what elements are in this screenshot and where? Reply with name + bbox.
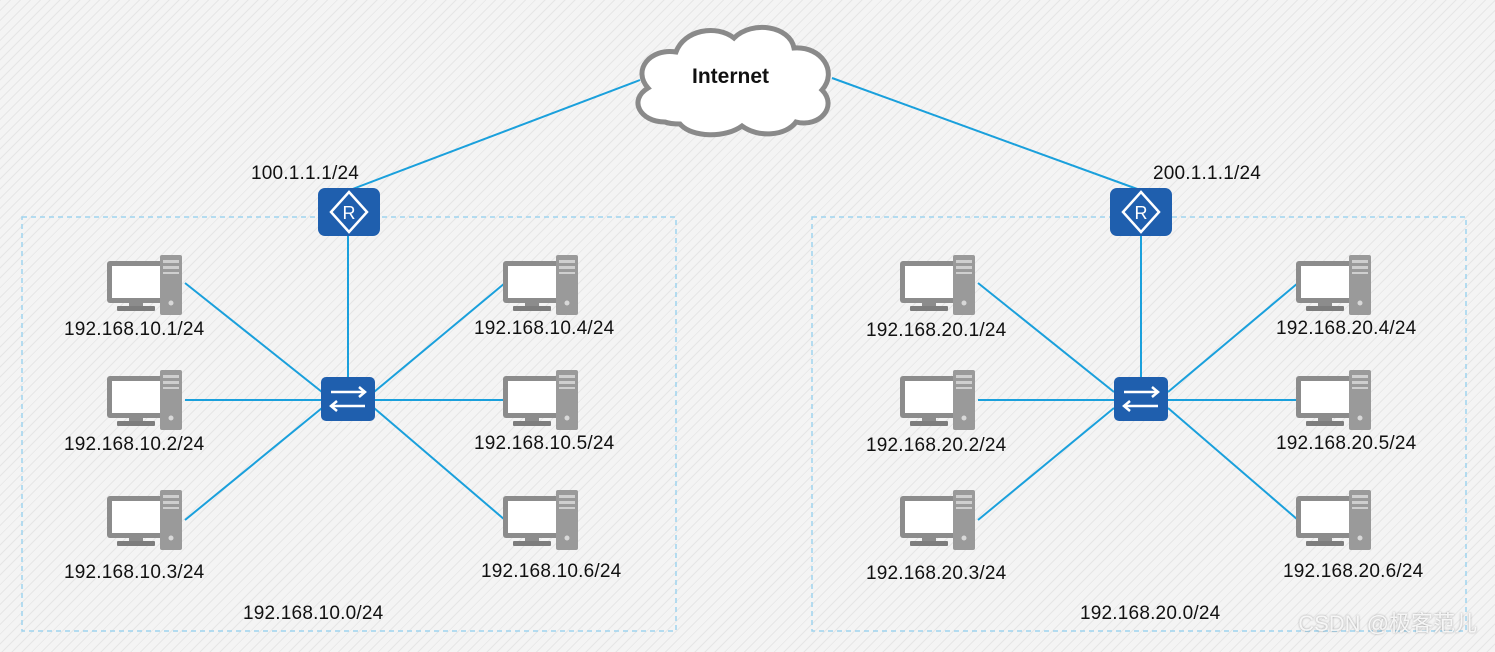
pc-left-2-icon bbox=[107, 370, 182, 430]
switch-right-icon bbox=[1112, 375, 1170, 423]
router-left-icon bbox=[316, 186, 382, 238]
host-right-3-ip: 192.168.20.3/24 bbox=[866, 563, 1007, 584]
host-left-1-ip: 192.168.10.1/24 bbox=[64, 319, 205, 340]
link-left-host-4 bbox=[373, 282, 506, 393]
internet-cloud-icon bbox=[635, 24, 831, 138]
subnet-left-label: 192.168.10.0/24 bbox=[243, 603, 384, 624]
pc-right-6-icon bbox=[1296, 490, 1371, 550]
link-left-host-1 bbox=[184, 282, 323, 393]
pc-left-6-icon bbox=[503, 490, 578, 550]
pc-right-3-icon bbox=[900, 490, 975, 550]
pc-right-5-icon bbox=[1296, 370, 1371, 430]
watermark: CSDN @极客范儿 bbox=[1298, 611, 1477, 636]
link-right-host-1 bbox=[977, 282, 1115, 393]
host-left-4-ip: 192.168.10.4/24 bbox=[474, 318, 615, 339]
link-left-host-3 bbox=[184, 407, 323, 521]
host-right-1-ip: 192.168.20.1/24 bbox=[866, 320, 1007, 341]
link-right-host-3 bbox=[977, 407, 1115, 521]
internet-label: Internet bbox=[692, 65, 770, 88]
host-right-6-ip: 192.168.20.6/24 bbox=[1283, 561, 1424, 582]
host-left-5-ip: 192.168.10.5/24 bbox=[474, 433, 615, 454]
pc-left-1-icon bbox=[107, 255, 182, 315]
pc-left-3-icon bbox=[107, 490, 182, 550]
subnet-right-label: 192.168.20.0/24 bbox=[1080, 603, 1221, 624]
router-left-ip: 100.1.1.1/24 bbox=[251, 163, 360, 184]
link-left-host-6 bbox=[373, 407, 506, 521]
link-cloud-router-right bbox=[831, 77, 1141, 191]
host-left-3-ip: 192.168.10.3/24 bbox=[64, 562, 205, 583]
router-right-ip: 200.1.1.1/24 bbox=[1153, 163, 1262, 184]
pc-left-5-icon bbox=[503, 370, 578, 430]
host-right-5-ip: 192.168.20.5/24 bbox=[1276, 433, 1417, 454]
router-right-icon bbox=[1108, 186, 1174, 238]
switch-left-icon bbox=[319, 375, 377, 423]
host-left-6-ip: 192.168.10.6/24 bbox=[481, 561, 622, 582]
pc-right-2-icon bbox=[900, 370, 975, 430]
host-right-4-ip: 192.168.20.4/24 bbox=[1276, 318, 1417, 339]
host-right-2-ip: 192.168.20.2/24 bbox=[866, 435, 1007, 456]
pc-right-1-icon bbox=[900, 255, 975, 315]
link-right-host-6 bbox=[1167, 407, 1299, 521]
link-right-host-4 bbox=[1167, 282, 1299, 393]
host-left-2-ip: 192.168.10.2/24 bbox=[64, 434, 205, 455]
link-cloud-router-left bbox=[349, 79, 641, 191]
pc-right-4-icon bbox=[1296, 255, 1371, 315]
pc-left-4-icon bbox=[503, 255, 578, 315]
